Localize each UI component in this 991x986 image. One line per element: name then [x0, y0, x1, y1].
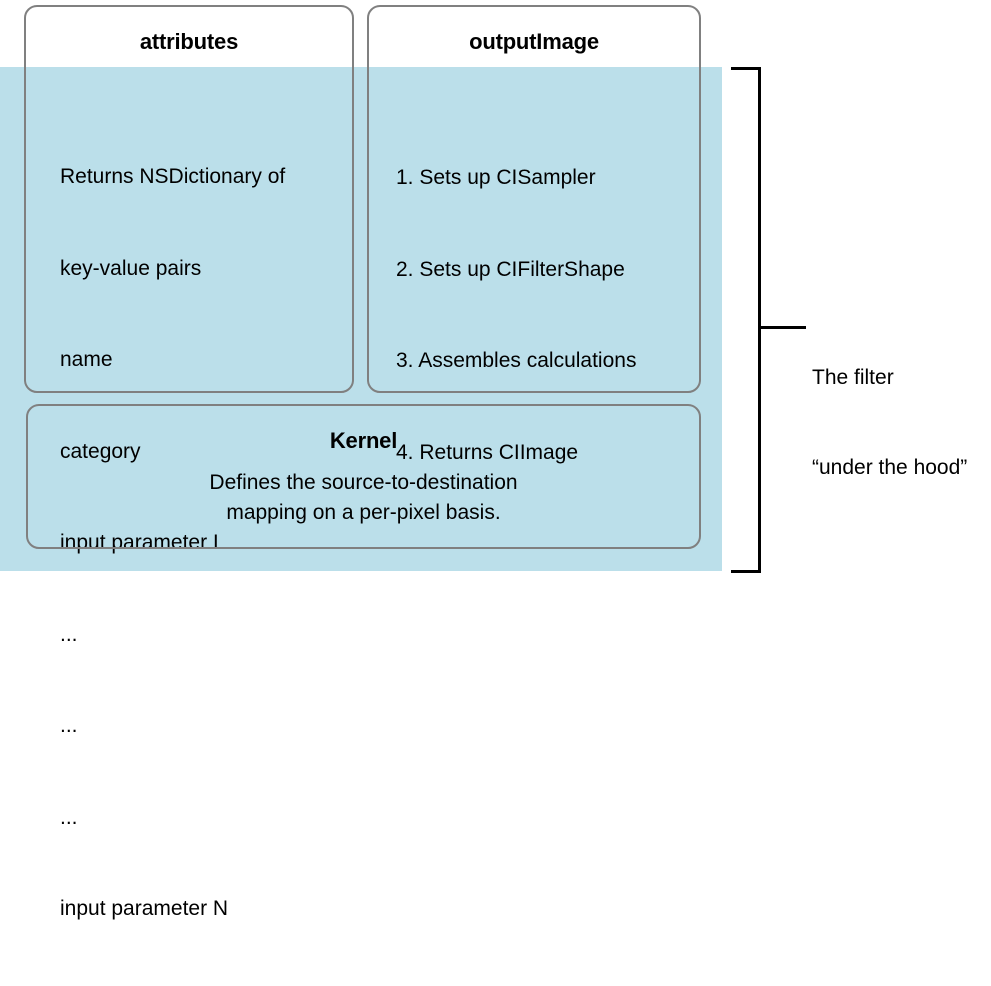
kernel-description-line: mapping on a per-pixel basis. [226, 501, 501, 524]
list-item: ... [60, 622, 78, 646]
kernel-box-title: Kernel [329, 428, 398, 453]
list-item: ... [60, 714, 78, 737]
bracket-leader-line [758, 326, 806, 329]
list-item: Returns NSDictionary of [60, 165, 286, 188]
list-item: 4. Returns CIImage [396, 440, 579, 464]
output-image-box: outputImage 1. Sets up CISampler 2. Sets… [367, 5, 701, 464]
bracket-annotation-line: “under the hood” [812, 456, 968, 479]
list-item: name [60, 348, 113, 371]
list-item: input parameter N [60, 897, 229, 920]
kernel-box: Kernel Defines the source-to-destination… [26, 404, 701, 549]
output-image-steps-list: 1. Sets up CISampler 2. Sets up CIFilter… [396, 102, 636, 529]
attributes-box-title: attributes [139, 29, 239, 54]
bracket-bottom-arm [731, 570, 761, 573]
bracket-annotation-line: The filter [812, 366, 894, 389]
filter-background-band [0, 67, 722, 571]
bracket-top-arm [731, 67, 761, 70]
list-item: 2. Sets up CIFilterShape [396, 257, 625, 281]
attributes-box: attributes Returns NSDictionary of key-v… [24, 5, 354, 920]
bracket-annotation-label: The filter “under the hood” [812, 303, 967, 543]
output-image-box-title: outputImage [469, 29, 599, 54]
list-item: key-value pairs [60, 256, 202, 280]
bracket-spine [758, 67, 761, 573]
kernel-description-line: Defines the source-to-destination [209, 471, 518, 494]
list-item: 3. Assembles calculations [396, 349, 637, 372]
list-item: category [60, 439, 141, 463]
list-item: ... [60, 805, 78, 829]
list-item: 1. Sets up CISampler [396, 166, 596, 189]
diagram-canvas: attributes Returns NSDictionary of key-v… [0, 5, 967, 920]
kernel-description: Defines the source-to-destination mappin… [28, 468, 699, 528]
